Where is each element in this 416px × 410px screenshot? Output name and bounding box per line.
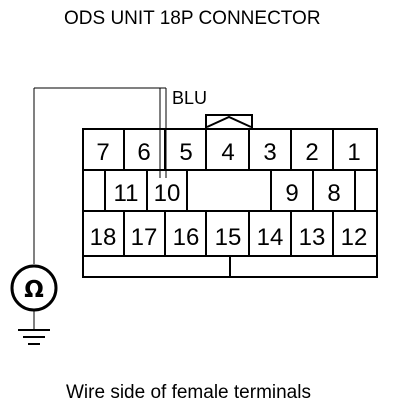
pin-9: 9 (285, 180, 298, 207)
pin-7: 7 (96, 139, 109, 166)
pin-row-top: 7 6 5 4 3 2 1 (96, 139, 360, 166)
diagram-caption: Wire side of female terminals (66, 382, 311, 403)
pin-6: 6 (137, 139, 150, 166)
pin-1: 1 (347, 139, 360, 166)
ground-icon (18, 329, 50, 345)
ohm-symbol: Ω (24, 277, 44, 303)
pin-row-middle: 11 10 9 8 (114, 180, 341, 207)
connector-lock-tab (205, 114, 253, 130)
pin-12: 12 (341, 224, 368, 251)
pin-4: 4 (221, 139, 234, 166)
pin-3: 3 (263, 139, 276, 166)
pin-2: 2 (305, 139, 318, 166)
pin-10: 10 (154, 180, 181, 207)
pin-18: 18 (90, 224, 117, 251)
pin-11: 11 (114, 180, 139, 207)
pin-row-bottom: 18 17 16 15 14 13 12 (90, 224, 368, 251)
pin-16: 16 (173, 224, 200, 251)
connector-body (82, 128, 378, 278)
pin-13: 13 (299, 224, 326, 251)
ohmmeter-icon: Ω (10, 264, 58, 312)
pin-5: 5 (179, 139, 192, 166)
pin-14: 14 (257, 224, 284, 251)
diagram-title: ODS UNIT 18P CONNECTOR (64, 8, 321, 29)
pin-8: 8 (327, 180, 340, 207)
pin-17: 17 (131, 224, 158, 251)
wire-color-label: BLU (172, 88, 207, 108)
pin-15: 15 (215, 224, 242, 251)
